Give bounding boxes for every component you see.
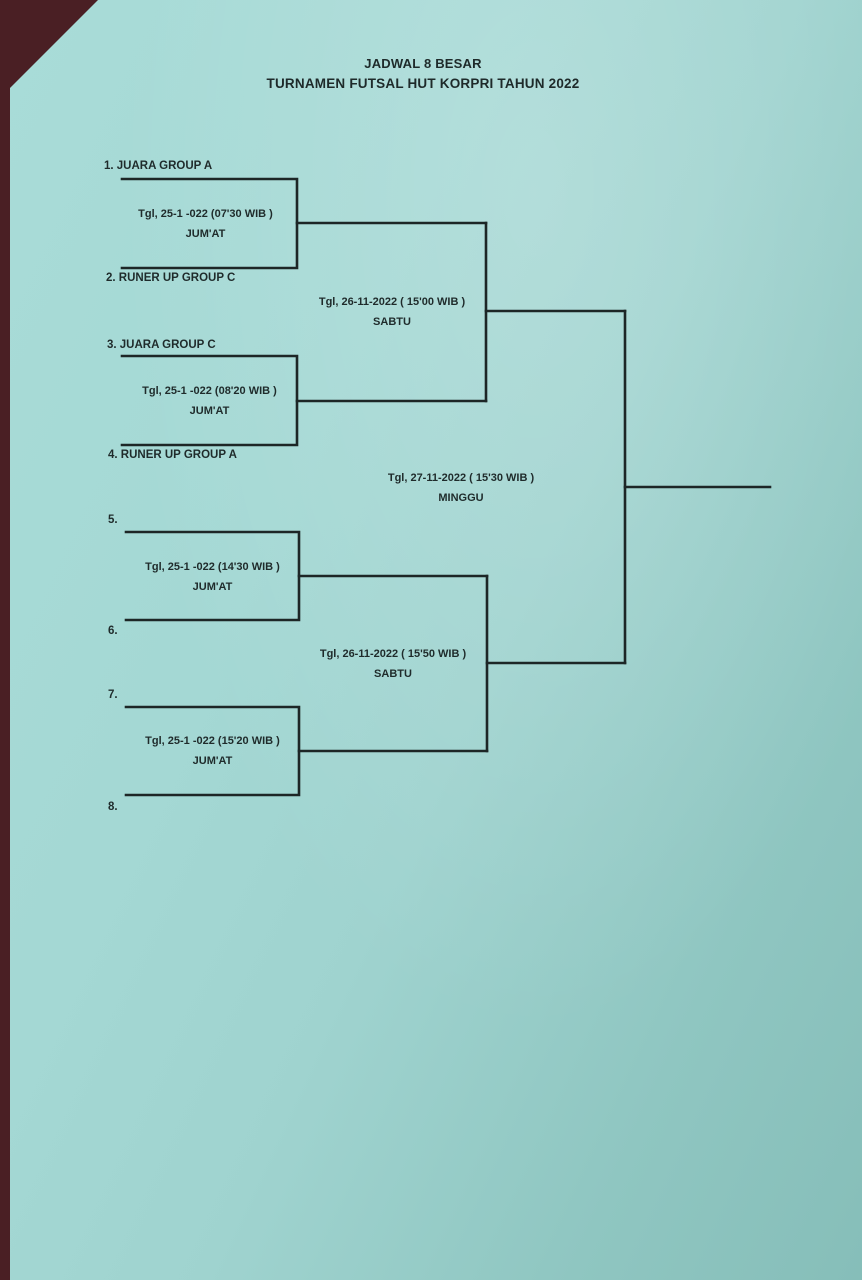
sf2-schedule: Tgl, 26-11-2022 ( 15'50 WIB ) SABTU xyxy=(298,644,488,684)
sf1-date: Tgl, 26-11-2022 ( 15'00 WIB ) xyxy=(318,296,466,308)
team-slot-5: 5. xyxy=(108,514,118,526)
sf1-schedule: Tgl, 26-11-2022 ( 15'00 WIB ) SABTU xyxy=(297,292,487,332)
qf1-date: Tgl, 25-1 -022 (07'30 WIB ) xyxy=(138,208,273,220)
qf3-schedule: Tgl, 25-1 -022 (14'30 WIB ) JUM'AT xyxy=(125,557,300,597)
team-slot-1: 1. JUARA GROUP A xyxy=(104,160,213,172)
final-schedule: Tgl, 27-11-2022 ( 15'30 WIB ) MINGGU xyxy=(365,468,557,508)
qf1-day: JUM'AT xyxy=(185,228,226,240)
team-slot-7: 7. xyxy=(108,689,118,701)
team-slot-6: 6. xyxy=(108,625,118,637)
qf1-schedule: Tgl, 25-1 -022 (07'30 WIB ) JUM'AT xyxy=(118,204,293,244)
qf4-schedule: Tgl, 25-1 -022 (15'20 WIB ) JUM'AT xyxy=(125,731,300,771)
tournament-subtitle: TURNAMEN FUTSAL HUT KORPRI TAHUN 2022 xyxy=(266,76,580,91)
qf3-date: Tgl, 25-1 -022 (14'30 WIB ) xyxy=(145,561,280,573)
qf2-schedule: Tgl, 25-1 -022 (08'20 WIB ) JUM'AT xyxy=(122,381,297,421)
final-date: Tgl, 27-11-2022 ( 15'30 WIB ) xyxy=(387,472,535,484)
schedule-title: JADWAL 8 BESAR xyxy=(364,56,482,71)
sf2-date: Tgl, 26-11-2022 ( 15'50 WIB ) xyxy=(319,648,467,660)
qf4-day: JUM'AT xyxy=(192,755,233,767)
qf4-date: Tgl, 25-1 -022 (15'20 WIB ) xyxy=(145,735,280,747)
team-slot-3: 3. JUARA GROUP C xyxy=(107,339,216,351)
qf2-date: Tgl, 25-1 -022 (08'20 WIB ) xyxy=(142,385,277,397)
team-slot-8: 8. xyxy=(108,801,118,813)
sf1-day: SABTU xyxy=(373,316,411,328)
team-slot-2: 2. RUNER UP GROUP C xyxy=(106,272,236,284)
qf3-day: JUM'AT xyxy=(192,581,233,593)
team-slot-4: 4. RUNER UP GROUP A xyxy=(108,449,237,461)
qf2-day: JUM'AT xyxy=(189,405,230,417)
final-day: MINGGU xyxy=(438,492,484,504)
sf2-day: SABTU xyxy=(374,668,412,680)
